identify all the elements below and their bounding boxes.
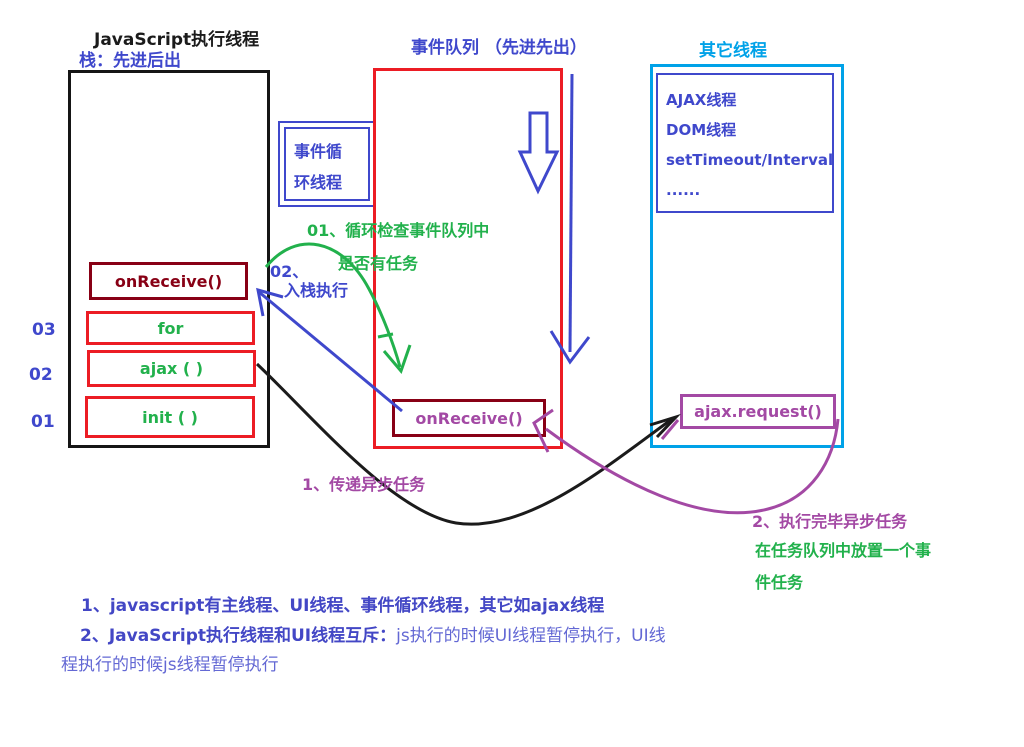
other-thread-item-ellipsis: ...... [666, 181, 701, 199]
other-thread-item-ajax: AJAX线程 [666, 91, 737, 109]
notes-line-2-bold: 2、JavaScript执行线程和UI线程互斥： [80, 626, 397, 646]
stack-container-box [68, 70, 270, 448]
event-loop-line-1: 事件循 [294, 142, 343, 161]
other-thread-item-settimeout: setTimeout/Interval [666, 151, 834, 169]
event-loop-thread-box: 事件循 环线程 [278, 121, 376, 207]
annotation-pass-async-task: 1、传递异步任务 [302, 475, 426, 494]
annotation-place-event-line2: 件任务 [755, 573, 804, 592]
event-loop-line-2: 环线程 [294, 173, 343, 192]
stack-frame-init: init ( ) [85, 396, 255, 438]
annotation-push-stack-line2: 入栈执行 [284, 281, 349, 300]
title-other-threads: 其它线程 [699, 41, 767, 61]
notes-line-1: 1、javascript有主线程、UI线程、事件循环线程，其它如ajax线程 [81, 596, 605, 616]
stack-index-01: 01 [31, 412, 55, 432]
stack-frame-for: for [86, 311, 255, 345]
queue-task-onreceive: onReceive() [392, 399, 546, 437]
notes-line-3: 程执行的时候js线程暂停执行 [61, 655, 279, 675]
stack-index-02: 02 [29, 365, 53, 385]
stack-frame-onreceive: onReceive() [89, 262, 248, 300]
annotation-push-stack-line1: 02、 [270, 262, 309, 281]
annotation-async-done: 2、执行完毕异步任务 [752, 512, 908, 531]
annotation-loop-check-line1: 01、循环检查事件队列中 [307, 221, 490, 240]
notes-line-2: 2、JavaScript执行线程和UI线程互斥：js执行的时候UI线程暂停执行，… [80, 621, 666, 646]
event-loop-thread-label: 事件循 环线程 [284, 127, 370, 201]
annotation-place-event-line1: 在任务队列中放置一个事 [755, 541, 932, 560]
annotation-loop-check-line2: 是否有任务 [338, 254, 419, 273]
title-js-execution-thread: JavaScript执行线程 [94, 30, 260, 50]
ajax-request-box: ajax.request() [680, 394, 836, 429]
notes-line-2-rest: js执行的时候UI线程暂停执行，UI线 [396, 626, 666, 646]
stack-frame-ajax: ajax ( ) [87, 350, 256, 387]
stack-index-03: 03 [32, 320, 56, 340]
other-thread-item-dom: DOM线程 [666, 121, 737, 139]
title-stack-lifo: 栈：先进后出 [79, 51, 181, 71]
other-threads-list-box: AJAX线程 DOM线程 setTimeout/Interval ...... [656, 73, 834, 213]
title-event-queue: 事件队列 （先进先出） [411, 38, 587, 58]
